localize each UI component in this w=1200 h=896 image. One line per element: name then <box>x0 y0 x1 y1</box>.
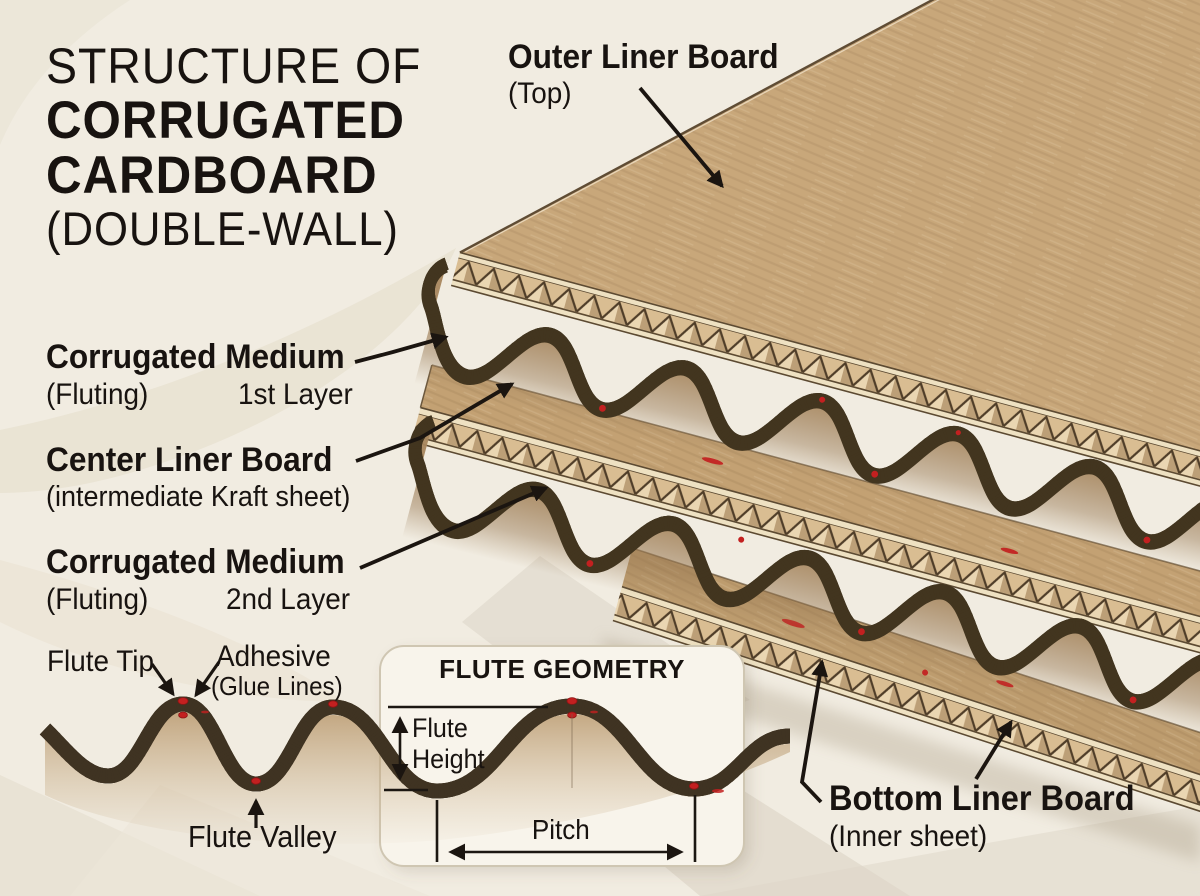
label-center-liner-note: (intermediate Kraft sheet) <box>46 481 351 513</box>
outer-liner-board <box>450 0 1200 848</box>
arrow-center-liner <box>355 382 515 463</box>
label-flute-valley: Flute Valley <box>188 819 337 854</box>
label-fluting-1-note: (Fluting) <box>46 378 149 411</box>
label-fluting-2-note: (Fluting) <box>46 583 149 616</box>
arrow-outer-liner <box>638 86 724 189</box>
label-center-liner: Center Liner Board <box>46 441 333 479</box>
arrow-bottom-liner-right <box>974 719 1013 780</box>
inset-title: FLUTE GEOMETRY <box>439 654 685 684</box>
flute-detail-wave <box>45 696 790 844</box>
label-flute-tip: Flute Tip <box>47 645 155 678</box>
fluting-layer-1 <box>403 261 1200 761</box>
glue-smears-center <box>701 457 1019 555</box>
fluting-layer-2 <box>390 418 1200 896</box>
inset-pitch-label: Pitch <box>531 814 590 845</box>
title-line-1: STRUCTURE OF <box>46 38 422 94</box>
cardboard-stack <box>337 0 1200 896</box>
glue-dots-detail <box>177 697 724 793</box>
title-line-3: CARDBOARD <box>46 146 378 206</box>
arrow-adhesive <box>194 661 221 698</box>
inset-flute-height-label: Flute Height <box>412 713 485 774</box>
label-adhesive: Adhesive <box>216 640 331 673</box>
arrow-fluting-1 <box>354 332 449 364</box>
arrow-fluting-2 <box>359 485 549 570</box>
title-line-4: (DOUBLE-WALL) <box>46 201 399 255</box>
arrow-flute-tip <box>150 663 175 697</box>
label-fluting-1: Corrugated Medium <box>46 338 345 376</box>
title-line-2: CORRUGATED <box>46 90 405 150</box>
callout-arrows <box>150 86 1013 828</box>
arrow-bottom-liner-left <box>799 659 829 804</box>
label-outer-liner: Outer Liner Board <box>508 38 779 76</box>
inset-annotations <box>384 705 697 862</box>
label-bottom-liner-note: (Inner sheet) <box>829 820 988 853</box>
glue-dots-fluting-2 <box>586 536 1137 704</box>
label-fluting-2-layer: 2nd Layer <box>226 583 351 616</box>
label-adhesive-note: (Glue Lines) <box>211 671 343 701</box>
glue-dots-fluting-1 <box>599 396 1151 544</box>
label-fluting-1-layer: 1st Layer <box>238 378 353 411</box>
page-title: STRUCTURE OF CORRUGATED CARDBOARD (DOUBL… <box>46 40 421 253</box>
label-bottom-liner: Bottom Liner Board <box>829 779 1135 818</box>
label-fluting-2: Corrugated Medium <box>46 543 345 581</box>
label-outer-liner-note: (Top) <box>508 77 572 110</box>
